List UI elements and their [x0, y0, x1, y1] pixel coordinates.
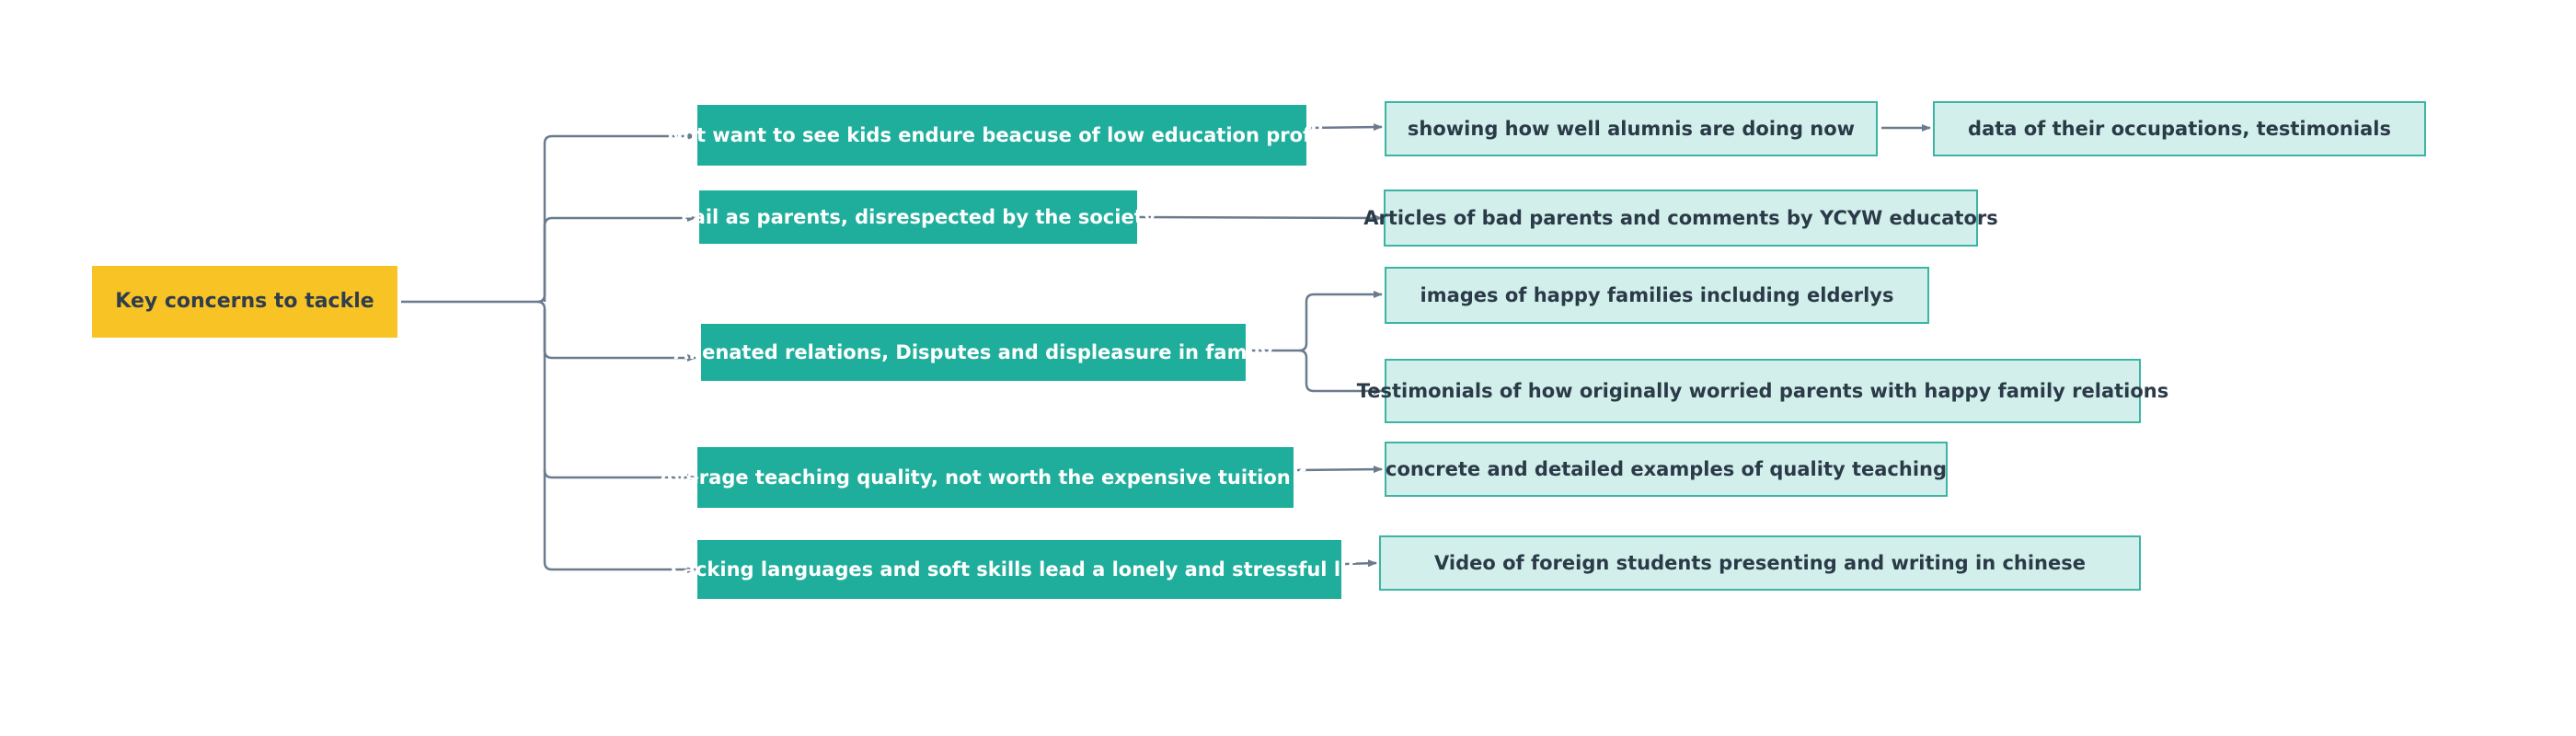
- evidence-node-label: Articles of bad parents and comments by …: [1363, 206, 1998, 229]
- root-node[interactable]: Key concerns to tackle: [92, 266, 397, 338]
- connector-concern-3-to-evidence-5: [1296, 466, 1383, 474]
- connector-concern-2-to-evidence-4: [1298, 349, 1383, 395]
- evidence-node-label: images of happy families including elder…: [1420, 283, 1894, 306]
- connector-root-to-concern-3: [543, 309, 696, 481]
- concern-node-2[interactable]: Alienated relations, Disputes and disple…: [673, 324, 1273, 381]
- concern-node-label: Alienated relations, Disputes and disple…: [673, 340, 1273, 363]
- evidence-node-2[interactable]: Articles of bad parents and comments by …: [1363, 190, 1998, 247]
- concern-node-0[interactable]: Not want to see kids endure beacuse of l…: [667, 105, 1337, 166]
- concern-node-3[interactable]: Average teaching quality, not worth the …: [659, 447, 1332, 508]
- evidence-node-label: showing how well alumnis are doing now: [1407, 117, 1856, 140]
- concern-node-1[interactable]: Fail as parents, disrespected by the soc…: [681, 190, 1156, 244]
- evidence-node-label: data of their occupations, testimonials: [1968, 117, 2391, 140]
- connector-root-to-concern-4: [543, 470, 696, 573]
- root-node-label: Key concerns to tackle: [115, 290, 374, 313]
- connector-root-to-concern-1: [543, 214, 696, 302]
- evidence-node-label: concrete and detailed examples of qualit…: [1386, 457, 1948, 480]
- concern-node-label: Not want to see kids endure beacuse of l…: [666, 123, 1338, 146]
- evidence-node-0[interactable]: showing how well alumnis are doing now: [1385, 101, 1878, 156]
- connector-root-to-concern-2: [536, 300, 696, 362]
- concern-node-label: Lacking languages and soft skills lead a…: [670, 558, 1369, 581]
- connector-concern-0-to-evidence-0: [1307, 123, 1383, 132]
- evidence-node-1[interactable]: data of their occupations, testimonials: [1933, 101, 2426, 156]
- connector-concern-4-to-evidence-6: [1344, 559, 1377, 568]
- concern-node-4[interactable]: Lacking languages and soft skills lead a…: [670, 540, 1369, 599]
- evidence-node-4[interactable]: Testimonials of how originally worried p…: [1357, 359, 2168, 423]
- evidence-node-3[interactable]: images of happy families including elder…: [1385, 267, 1929, 324]
- connector-concern-1-to-evidence-2: [1138, 213, 1383, 222]
- evidence-node-label: Video of foreign students presenting and…: [1434, 551, 2086, 574]
- evidence-node-label: Testimonials of how originally worried p…: [1356, 379, 2169, 402]
- evidence-node-5[interactable]: concrete and detailed examples of qualit…: [1385, 442, 1948, 497]
- evidence-node-6[interactable]: Video of foreign students presenting and…: [1379, 535, 2141, 591]
- concern-node-label: Average teaching quality, not worth the …: [659, 466, 1332, 489]
- concern-node-label: Fail as parents, disrespected by the soc…: [680, 205, 1156, 228]
